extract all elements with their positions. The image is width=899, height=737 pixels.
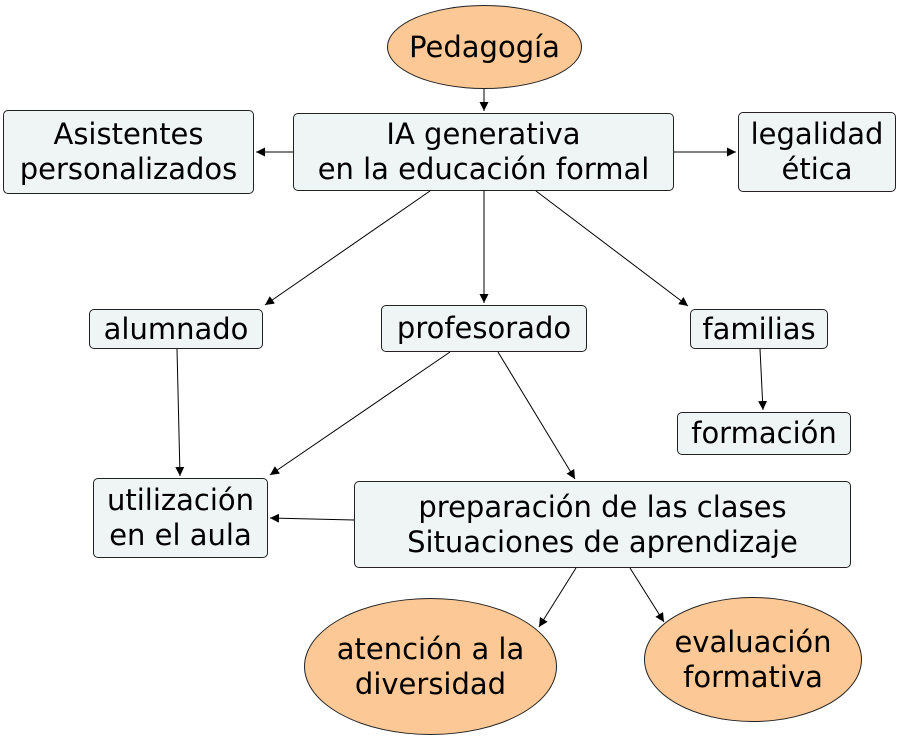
node-formacion: formación [677, 412, 851, 455]
node-utilizacion-en-el-aula: utilización en el aula [93, 478, 268, 558]
node-pedagogia: Pedagogía [387, 5, 582, 89]
node-utilizacion-line-2: en el aula [109, 518, 252, 552]
node-atencion-line-2: diversidad [354, 666, 507, 701]
arrow-familias-to-formacion [758, 348, 768, 411]
node-preparacion-line-2: Situaciones de aprendizaje [407, 524, 798, 559]
node-profesorado: profesorado [381, 305, 587, 352]
node-ia-generativa: IA generativa en la educación formal [293, 113, 674, 191]
node-asistentes-line-1: Asistentes [53, 117, 204, 152]
node-pedagogia-line-1: Pedagogía [409, 29, 560, 64]
node-ia-line-1: IA generativa [386, 117, 581, 152]
arrow-profesorado-to-utilizacion [269, 351, 451, 476]
node-profesorado-line-1: profesorado [396, 311, 572, 346]
node-asistentes-personalizados: Asistentes personalizados [3, 110, 254, 194]
node-formacion-line-1: formación [691, 416, 837, 451]
node-evaluacion-line-1: evaluación [674, 624, 832, 659]
node-ia-line-2: en la educación formal [317, 152, 650, 186]
node-familias-line-1: familias [702, 311, 816, 346]
node-evaluacion-formativa: evaluación formativa [644, 597, 862, 722]
arrow-alumnado-to-utilizacion [175, 348, 185, 477]
node-familias: familias [690, 309, 828, 349]
node-atencion-line-1: atención a la [336, 631, 525, 666]
arrow-preparacion-to-utilizacion [269, 513, 355, 523]
node-preparacion-line-1: preparación de las clases [418, 489, 787, 524]
node-alumnado-line-1: alumnado [103, 311, 249, 346]
arrow-preparacion-to-atencion [538, 567, 577, 628]
arrow-ia-to-familias [535, 190, 689, 307]
node-utilizacion-line-1: utilización [106, 483, 255, 518]
node-atencion-a-la-diversidad: atención a la diversidad [304, 598, 557, 735]
node-legalidad-etica: legalidad ética [738, 112, 896, 192]
arrow-preparacion-to-evaluacion [629, 567, 665, 623]
node-legalidad-line-2: ética [781, 152, 853, 186]
node-evaluacion-line-2: formativa [683, 659, 823, 694]
node-preparacion-de-las-clases: preparación de las clases Situaciones de… [354, 481, 851, 568]
node-asistentes-line-2: personalizados [19, 152, 238, 186]
arrow-ia-to-alumnado [264, 190, 431, 306]
arrow-profesorado-to-preparacion [497, 351, 576, 480]
node-alumnado: alumnado [89, 309, 263, 349]
node-legalidad-line-1: legalidad [750, 117, 884, 152]
